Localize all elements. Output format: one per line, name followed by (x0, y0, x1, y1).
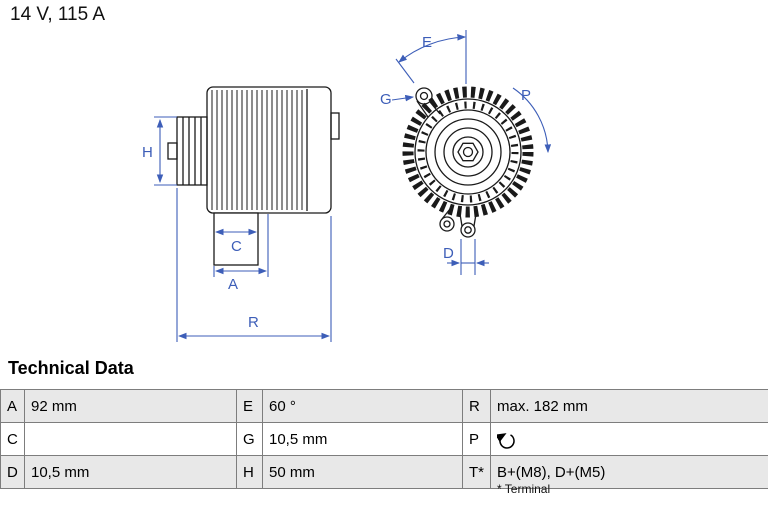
dim-label-a: A (228, 276, 238, 293)
alternator-front-view (402, 86, 534, 238)
cell-value-c (24, 422, 237, 456)
technical-drawing: H C A R E G P D (142, 30, 552, 342)
dimension-annotations (154, 30, 552, 342)
alternator-drawing-svg: H C A R E G P D (142, 30, 552, 342)
dim-label-r: R (248, 314, 259, 331)
cell-key-d: D (0, 455, 25, 489)
technical-data-heading: Technical Data (8, 358, 134, 378)
cell-value-r: max. 182 mm (490, 389, 768, 423)
shaft-hex-nut (457, 142, 479, 162)
table-row: C G 10,5 mm P (0, 422, 768, 456)
cell-value-h: 50 mm (262, 455, 463, 489)
stator-tick-ring (417, 101, 519, 203)
bottom-mounting-lugs (439, 208, 477, 238)
cell-value-d: 10,5 mm (24, 455, 237, 489)
cell-key-r: R (462, 389, 491, 423)
cell-key-p: P (462, 422, 491, 456)
top-mounting-lug (415, 87, 441, 118)
cell-value-t: B+(M8), D+(M5) (490, 455, 768, 489)
alternator-housing-side (206, 86, 340, 266)
belt-pulley-side (176, 116, 208, 186)
cell-value-g: 10,5 mm (262, 422, 463, 456)
cell-key-h: H (236, 455, 263, 489)
alternator-side-view (167, 86, 340, 266)
dim-label-c: C (231, 238, 242, 255)
cell-key-e: E (236, 389, 263, 423)
mounting-bracket (213, 212, 259, 266)
cell-value-p (490, 422, 768, 456)
shaft-end (167, 142, 178, 160)
product-rating-title: 14 V, 115 A (10, 4, 106, 25)
table-row: A 92 mm E 60 ° R max. 182 mm (0, 389, 768, 423)
terminal-footnote: * Terminal (497, 482, 551, 496)
technical-data-table: A 92 mm E 60 ° R max. 182 mm C G 10,5 mm… (0, 389, 768, 489)
dim-label-d: D (443, 245, 454, 262)
dim-label-g: G (380, 91, 392, 108)
dimension-labels: H C A R E G P D (142, 34, 531, 331)
cell-key-g: G (236, 422, 263, 456)
terminal-block (330, 112, 340, 140)
cell-key-a: A (0, 389, 25, 423)
cell-key-t: T* (462, 455, 491, 489)
cell-value-a: 92 mm (24, 389, 237, 423)
table-row: D 10,5 mm H 50 mm T* B+(M8), D+(M5) (0, 455, 768, 489)
notched-fan-ring (402, 86, 534, 218)
dim-label-e: E (422, 34, 432, 51)
dim-label-p: P (521, 87, 531, 104)
cell-value-e: 60 ° (262, 389, 463, 423)
cooling-fins (211, 90, 303, 210)
dim-label-h: H (142, 144, 153, 161)
rotation-clockwise-icon (497, 432, 515, 449)
pulley-outer (425, 109, 511, 195)
cell-key-c: C (0, 422, 25, 456)
